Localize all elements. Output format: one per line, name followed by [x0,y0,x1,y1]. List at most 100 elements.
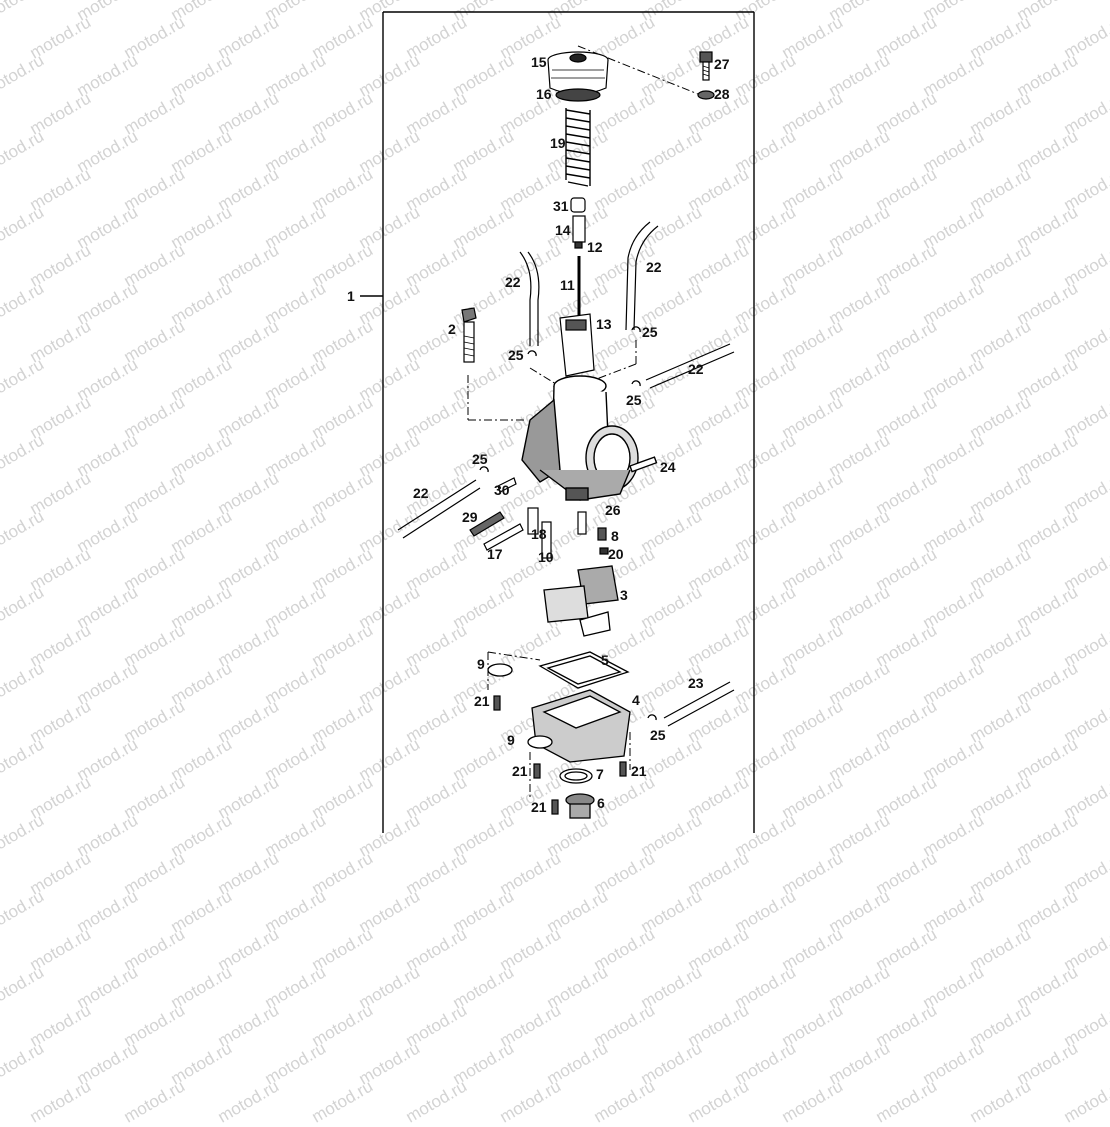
watermark-text: motod.ru [402,924,471,975]
watermark-text: motod.ru [872,848,941,899]
jets-and-screws [469,477,609,559]
watermark-text: motod.ru [214,1000,283,1051]
part-label-11: 11 [560,277,575,293]
part-label-27: 27 [714,56,730,72]
watermark-text: motod.ru [778,924,847,975]
part-label-25: 25 [642,324,658,340]
watermark-text: motod.ru [1013,962,1082,1013]
watermark-text: motod.ru [0,962,48,1013]
part-label-2: 2 [448,321,456,337]
part-label-10: 10 [538,549,554,565]
watermark-text: motod.ru [1060,1000,1110,1051]
watermark-text: motod.ru [0,849,1,900]
watermark-text: motod.ru [308,1000,377,1051]
watermark-text: motod.ru [919,1038,988,1089]
watermark-text: motod.ru [355,1038,424,1089]
part-label-19: 19 [550,135,566,151]
part-label-25: 25 [626,392,642,408]
watermark-text: motod.ru [120,1000,189,1051]
watermark-text: motod.ru [167,1038,236,1089]
needle-holder-part [570,197,586,318]
watermark-text: motod.ru [637,962,706,1013]
watermark-text: motod.ru [637,1038,706,1089]
watermark-text: motod.ru [120,848,189,899]
watermark-text: motod.ru [919,962,988,1013]
watermark-text: motod.ru [120,1076,189,1127]
watermark-text: motod.ru [449,962,518,1013]
watermark-text: motod.ru [778,1000,847,1051]
watermark-text: motod.ru [731,962,800,1013]
part-label-9: 9 [477,656,485,672]
bolt-27-part [697,51,715,100]
bowl-bolts [493,695,627,815]
part-label-14: 14 [555,222,571,238]
watermark-text: motod.ru [214,1076,283,1127]
drain-plug-part [559,768,595,819]
part-label-22: 22 [646,259,662,275]
watermark-text: motod.ru [825,1038,894,1089]
part-label-6: 6 [597,795,605,811]
part-label-4: 4 [632,692,640,708]
watermark-text: motod.ru [637,886,706,937]
part-label-31: 31 [553,198,569,214]
watermark-text: motod.ru [872,1000,941,1051]
part-label-24: 24 [660,459,676,475]
part-label-21: 21 [474,693,490,709]
watermark-text: motod.ru [0,886,48,937]
watermark-text: motod.ru [731,886,800,937]
watermark-text: motod.ru [308,924,377,975]
watermark-text: motod.ru [308,1076,377,1127]
float-bowl-part [487,651,631,763]
part-label-5: 5 [601,652,609,668]
part-label-22: 22 [413,485,429,501]
watermark-text: motod.ru [543,886,612,937]
watermark-text: motod.ru [26,924,95,975]
watermark-text: motod.ru [0,1001,1,1052]
watermark-text: motod.ru [120,924,189,975]
watermark-text: motod.ru [449,1038,518,1089]
watermark-text: motod.ru [1060,848,1110,899]
watermark-text: motod.ru [684,1000,753,1051]
part-label-8: 8 [611,528,619,544]
part-label-21: 21 [631,763,647,779]
watermark-text: motod.ru [966,1076,1035,1127]
watermark-text: motod.ru [966,848,1035,899]
watermark-text: motod.ru [543,1038,612,1089]
watermark-text: motod.ru [543,962,612,1013]
part-label-25: 25 [650,727,666,743]
part-label-22: 22 [505,274,521,290]
watermark-text: motod.ru [308,848,377,899]
part-label-28: 28 [714,86,730,102]
watermark-text: motod.ru [496,848,565,899]
float-part [543,565,619,637]
watermark-text: motod.ru [261,1038,330,1089]
part-label-29: 29 [462,509,478,525]
watermark-text: motod.ru [590,1076,659,1127]
watermark-text: motod.ru [1013,886,1082,937]
watermark-text: motod.ru [590,1000,659,1051]
watermark-text: motod.ru [872,924,941,975]
part-label-20: 20 [608,546,624,562]
watermark-text: motod.ru [966,924,1035,975]
watermark-text: motod.ru [778,848,847,899]
watermark-text: motod.ru [825,962,894,1013]
carburetor-body-part [521,375,658,501]
watermark-text: motod.ru [496,924,565,975]
part-label-25: 25 [508,347,524,363]
part-label-9: 9 [507,732,515,748]
watermark-text: motod.ru [1060,924,1110,975]
watermark-text: motod.ru [919,886,988,937]
part-label-18: 18 [531,526,547,542]
watermark-text: motod.ru [496,1076,565,1127]
watermark-text: motod.ru [684,1076,753,1127]
watermark-text: motod.ru [966,1000,1035,1051]
part-label-3: 3 [620,587,628,603]
watermark-text: motod.ru [449,886,518,937]
part-label-25: 25 [472,451,488,467]
watermark-text: motod.ru [167,962,236,1013]
watermark-text: motod.ru [1060,1076,1110,1127]
part-label-17: 17 [487,546,503,562]
watermark-text: motod.ru [26,1000,95,1051]
watermark-text: motod.ru [0,1077,1,1127]
watermark-text: motod.ru [0,1038,48,1089]
